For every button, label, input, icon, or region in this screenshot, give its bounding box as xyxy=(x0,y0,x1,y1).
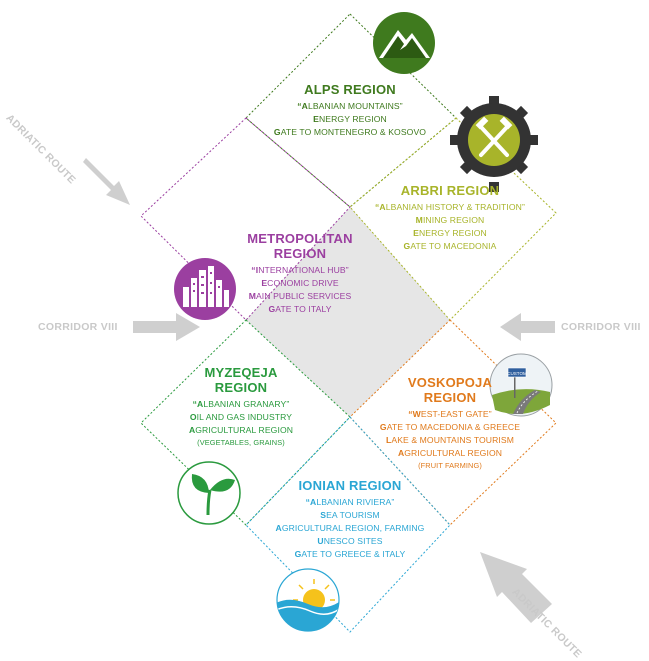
arbri-feature-line: MINING REGION xyxy=(415,215,485,225)
corridor-right-arrow xyxy=(500,313,555,341)
myzeqeja-region-outline xyxy=(140,319,351,526)
ionian-region-title: IONIAN REGION xyxy=(298,478,402,493)
myzeqeja-feature-line: OIL AND GAS INDUSTRY xyxy=(189,412,293,422)
alps-feature-line: GATE TO MONTENEGRO & KOSOVO xyxy=(273,127,427,137)
myzeqeja-feature-line: “ALBANIAN GRANARY” xyxy=(192,399,290,409)
voskopoja-region-title-line2: REGION xyxy=(423,390,477,405)
ionian-feature-line: UNESCO SITES xyxy=(317,536,383,546)
ionian-feature-line: SEA TOURISM xyxy=(320,510,380,520)
adriatic-route-bottom-arrow xyxy=(480,552,552,623)
ionian-feature-line: “ALBANIAN RIVIERA” xyxy=(305,497,395,507)
mining-gear-icon xyxy=(450,96,538,192)
ionian-feature-line: GATE TO GREECE & ITALY xyxy=(294,549,406,559)
center-diamond xyxy=(246,207,450,417)
voskopoja-feature-note: (FRUIT FARMING) xyxy=(418,461,482,470)
corridor-left-arrow xyxy=(133,313,200,341)
voskopoja-feature-line: LAKE & MOUNTAINS TOURISM xyxy=(386,435,514,445)
voskopoja-feature-line: GATE TO MACEDONIA & GREECE xyxy=(379,422,521,432)
metropolitan-feature-line: MAIN PUBLIC SERVICES xyxy=(248,291,352,301)
alps-region-text: ALPS REGION “ALBANIAN MOUNTAINS” ENERGY RE… xyxy=(273,82,427,139)
arbri-feature-line: GATE TO MACEDONIA xyxy=(403,241,497,251)
voskopoja-feature-line: AGRICULTURAL REGION xyxy=(397,448,503,458)
voskopoja-region-title: VOSKOPOJA xyxy=(407,375,493,390)
alps-region-title: ALPS REGION xyxy=(304,82,396,97)
metropolitan-region-title: METROPOLITAN xyxy=(247,231,353,246)
voskopoja-region-outline xyxy=(349,319,557,526)
myzeqeja-feature-line: AGRICULTURAL REGION xyxy=(188,425,294,435)
arbri-region-text: ARBRI REGION “ALBANIAN HISTORY & TRADITIO… xyxy=(375,183,525,253)
mountain-icon xyxy=(373,12,435,74)
ionian-region-outline xyxy=(245,416,451,633)
voskopoja-feature-line: “WEST-EAST GATE” xyxy=(408,409,492,419)
ionian-region-text: IONIAN REGION “ALBANIAN RIVIERA” SEA TOURI… xyxy=(275,478,425,561)
arbri-feature-line: ENERGY REGION xyxy=(413,228,487,238)
alps-feature-line: ENERGY REGION xyxy=(313,114,387,124)
arbri-region-title: ARBRI REGION xyxy=(400,183,500,198)
metropolitan-feature-line: ECONOMIC DRIVE xyxy=(261,278,339,288)
ionian-feature-line: AGRICULTURAL REGION, FARMING xyxy=(275,523,425,533)
road-sign-icon: CUSTOM xyxy=(489,353,553,417)
alps-feature-line: “ALBANIAN MOUNTAINS” xyxy=(297,101,403,111)
road-sign-text: CUSTOM xyxy=(507,371,527,376)
metropolitan-feature-line: GATE TO ITALY xyxy=(268,304,332,314)
myzeqeja-region-title-line2: REGION xyxy=(214,380,268,395)
corridor-left-label: CORRIDOR VIII xyxy=(38,321,118,333)
adriatic-route-top-arrow xyxy=(83,158,130,205)
arbri-feature-line: “ALBANIAN HISTORY & TRADITION” xyxy=(375,202,525,212)
myzeqeja-feature-note: (VEGETABLES, GRAINS) xyxy=(197,438,285,447)
sun-sea-icon xyxy=(276,568,340,632)
metropolitan-feature-line: “INTERNATIONAL HUB” xyxy=(251,265,349,275)
metropolitan-region-title-line2: REGION xyxy=(273,246,327,261)
alps-region-outline xyxy=(245,13,457,208)
corridor-right-label: CORRIDOR VIII xyxy=(561,321,641,333)
sprout-icon xyxy=(177,461,241,525)
city-skyline-icon xyxy=(174,258,236,320)
myzeqeja-region-title: MYZEQEJA xyxy=(204,365,278,380)
